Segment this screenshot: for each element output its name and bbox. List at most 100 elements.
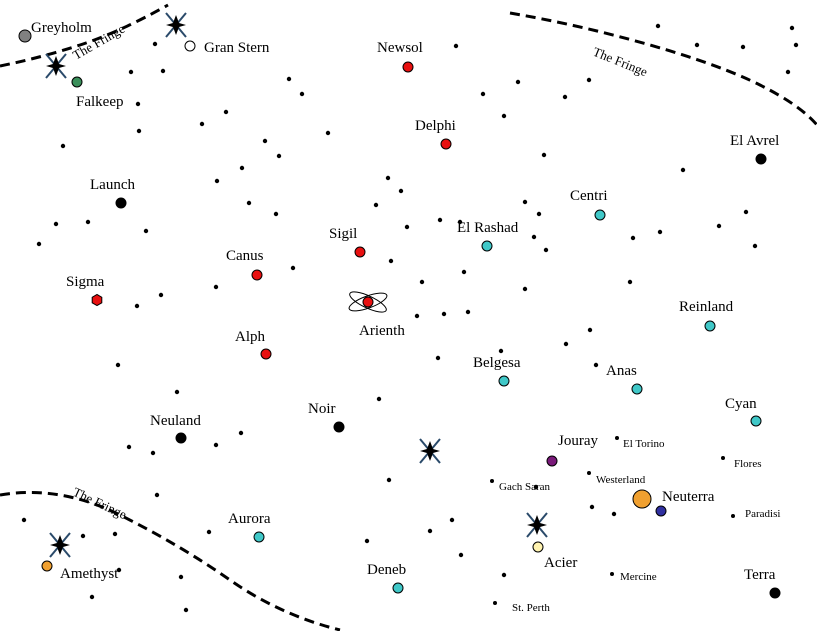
- system-marker: [41, 560, 53, 572]
- unnamed-star: [716, 223, 722, 229]
- system-acier: Acier: [532, 541, 577, 571]
- system-neuland: Neuland: [150, 413, 201, 444]
- system-marker: [440, 138, 452, 150]
- unnamed-star: [541, 152, 547, 158]
- jump-gate-icon: [526, 512, 548, 538]
- companion-star-marker: [655, 505, 667, 517]
- system-label: Falkeep: [76, 94, 123, 110]
- unnamed-star: [115, 362, 121, 368]
- unnamed-star: [60, 143, 66, 149]
- unnamed-star: [522, 286, 528, 292]
- system-deneb: Deneb: [367, 562, 406, 594]
- system-label: Cyan: [725, 396, 757, 412]
- unnamed-star: [589, 504, 595, 510]
- unnamed-star: [533, 484, 539, 490]
- unnamed-star: [276, 153, 282, 159]
- system-newsol: Newsol: [377, 40, 423, 73]
- jump-gate-icon: [45, 53, 67, 79]
- unnamed-star: [80, 533, 86, 539]
- system-paradisi: Paradisi: [731, 508, 780, 520]
- unnamed-star: [536, 211, 542, 217]
- unnamed-star: [457, 219, 463, 225]
- unnamed-star: [419, 279, 425, 285]
- unnamed-star: [388, 258, 394, 264]
- system-label: Sigma: [66, 274, 105, 290]
- unnamed-star: [789, 25, 795, 31]
- system-label: Jouray: [558, 433, 598, 449]
- system-mercine: Mercine: [610, 571, 657, 583]
- unnamed-star: [385, 175, 391, 181]
- unnamed-star: [160, 68, 166, 74]
- unnamed-star: [611, 511, 617, 517]
- unnamed-star: [21, 517, 27, 523]
- unnamed-star: [135, 101, 141, 107]
- unnamed-star: [562, 94, 568, 100]
- system-label: Neuland: [150, 413, 201, 429]
- unnamed-star: [531, 234, 537, 240]
- unnamed-star: [453, 43, 459, 49]
- unnamed-star: [627, 279, 633, 285]
- system-label: Amethyst: [60, 566, 119, 582]
- system-reinland: Reinland: [679, 299, 734, 332]
- fringe-label-sw: The Fringe: [71, 484, 130, 522]
- unnamed-star: [273, 211, 279, 217]
- system-label: Anas: [606, 363, 637, 379]
- unnamed-star: [174, 389, 180, 395]
- unnamed-star: [743, 209, 749, 215]
- system-st-perth: St. Perth: [493, 601, 550, 614]
- unnamed-star: [126, 444, 132, 450]
- unnamed-star: [53, 221, 59, 227]
- unnamed-star: [36, 241, 42, 247]
- unnamed-star: [522, 199, 528, 205]
- system-label: St. Perth: [512, 602, 550, 614]
- unnamed-star: [587, 327, 593, 333]
- unnamed-stars: [21, 23, 799, 613]
- system-marker: [769, 587, 781, 599]
- unnamed-star: [398, 188, 404, 194]
- system-label: Gach Saran: [499, 481, 551, 493]
- system-label: Arienth: [359, 323, 405, 339]
- unnamed-star: [785, 69, 791, 75]
- unnamed-star: [437, 217, 443, 223]
- unnamed-star: [214, 178, 220, 184]
- system-label: El Torino: [623, 438, 665, 450]
- unnamed-star: [461, 269, 467, 275]
- unnamed-star: [376, 396, 382, 402]
- system-label: Noir: [308, 401, 336, 417]
- unnamed-star: [373, 202, 379, 208]
- unnamed-star: [286, 76, 292, 82]
- unnamed-star: [427, 528, 433, 534]
- system-marker: [632, 489, 652, 509]
- unnamed-star: [586, 77, 592, 83]
- fringe-border-ne: [509, 11, 817, 126]
- jump-gate-icon: [419, 438, 441, 464]
- system-marker: [184, 40, 196, 52]
- system-label: Deneb: [367, 562, 406, 578]
- system-marker: [175, 432, 187, 444]
- system-cyan: Cyan: [725, 396, 762, 427]
- unnamed-star: [449, 517, 455, 523]
- system-marker: [71, 76, 83, 88]
- unnamed-star: [134, 303, 140, 309]
- unnamed-star: [435, 355, 441, 361]
- system-label: El Rashad: [457, 220, 519, 236]
- unnamed-star: [593, 362, 599, 368]
- unnamed-star: [694, 42, 700, 48]
- system-marker: [704, 320, 716, 332]
- unnamed-star: [657, 229, 663, 235]
- system-launch: Launch: [90, 177, 135, 209]
- jump-gate-icon: [49, 532, 71, 558]
- fringe-border-nw: [0, 3, 169, 68]
- system-marker: [251, 269, 263, 281]
- system-marker: [362, 296, 374, 308]
- unnamed-star: [112, 531, 118, 537]
- unnamed-star: [183, 607, 189, 613]
- system-label: Westerland: [596, 474, 646, 486]
- unnamed-star: [740, 44, 746, 50]
- system-gran-stern: Gran Stern: [184, 40, 270, 56]
- unnamed-star: [752, 243, 758, 249]
- system-marker: [253, 531, 265, 543]
- unnamed-star: [89, 594, 95, 600]
